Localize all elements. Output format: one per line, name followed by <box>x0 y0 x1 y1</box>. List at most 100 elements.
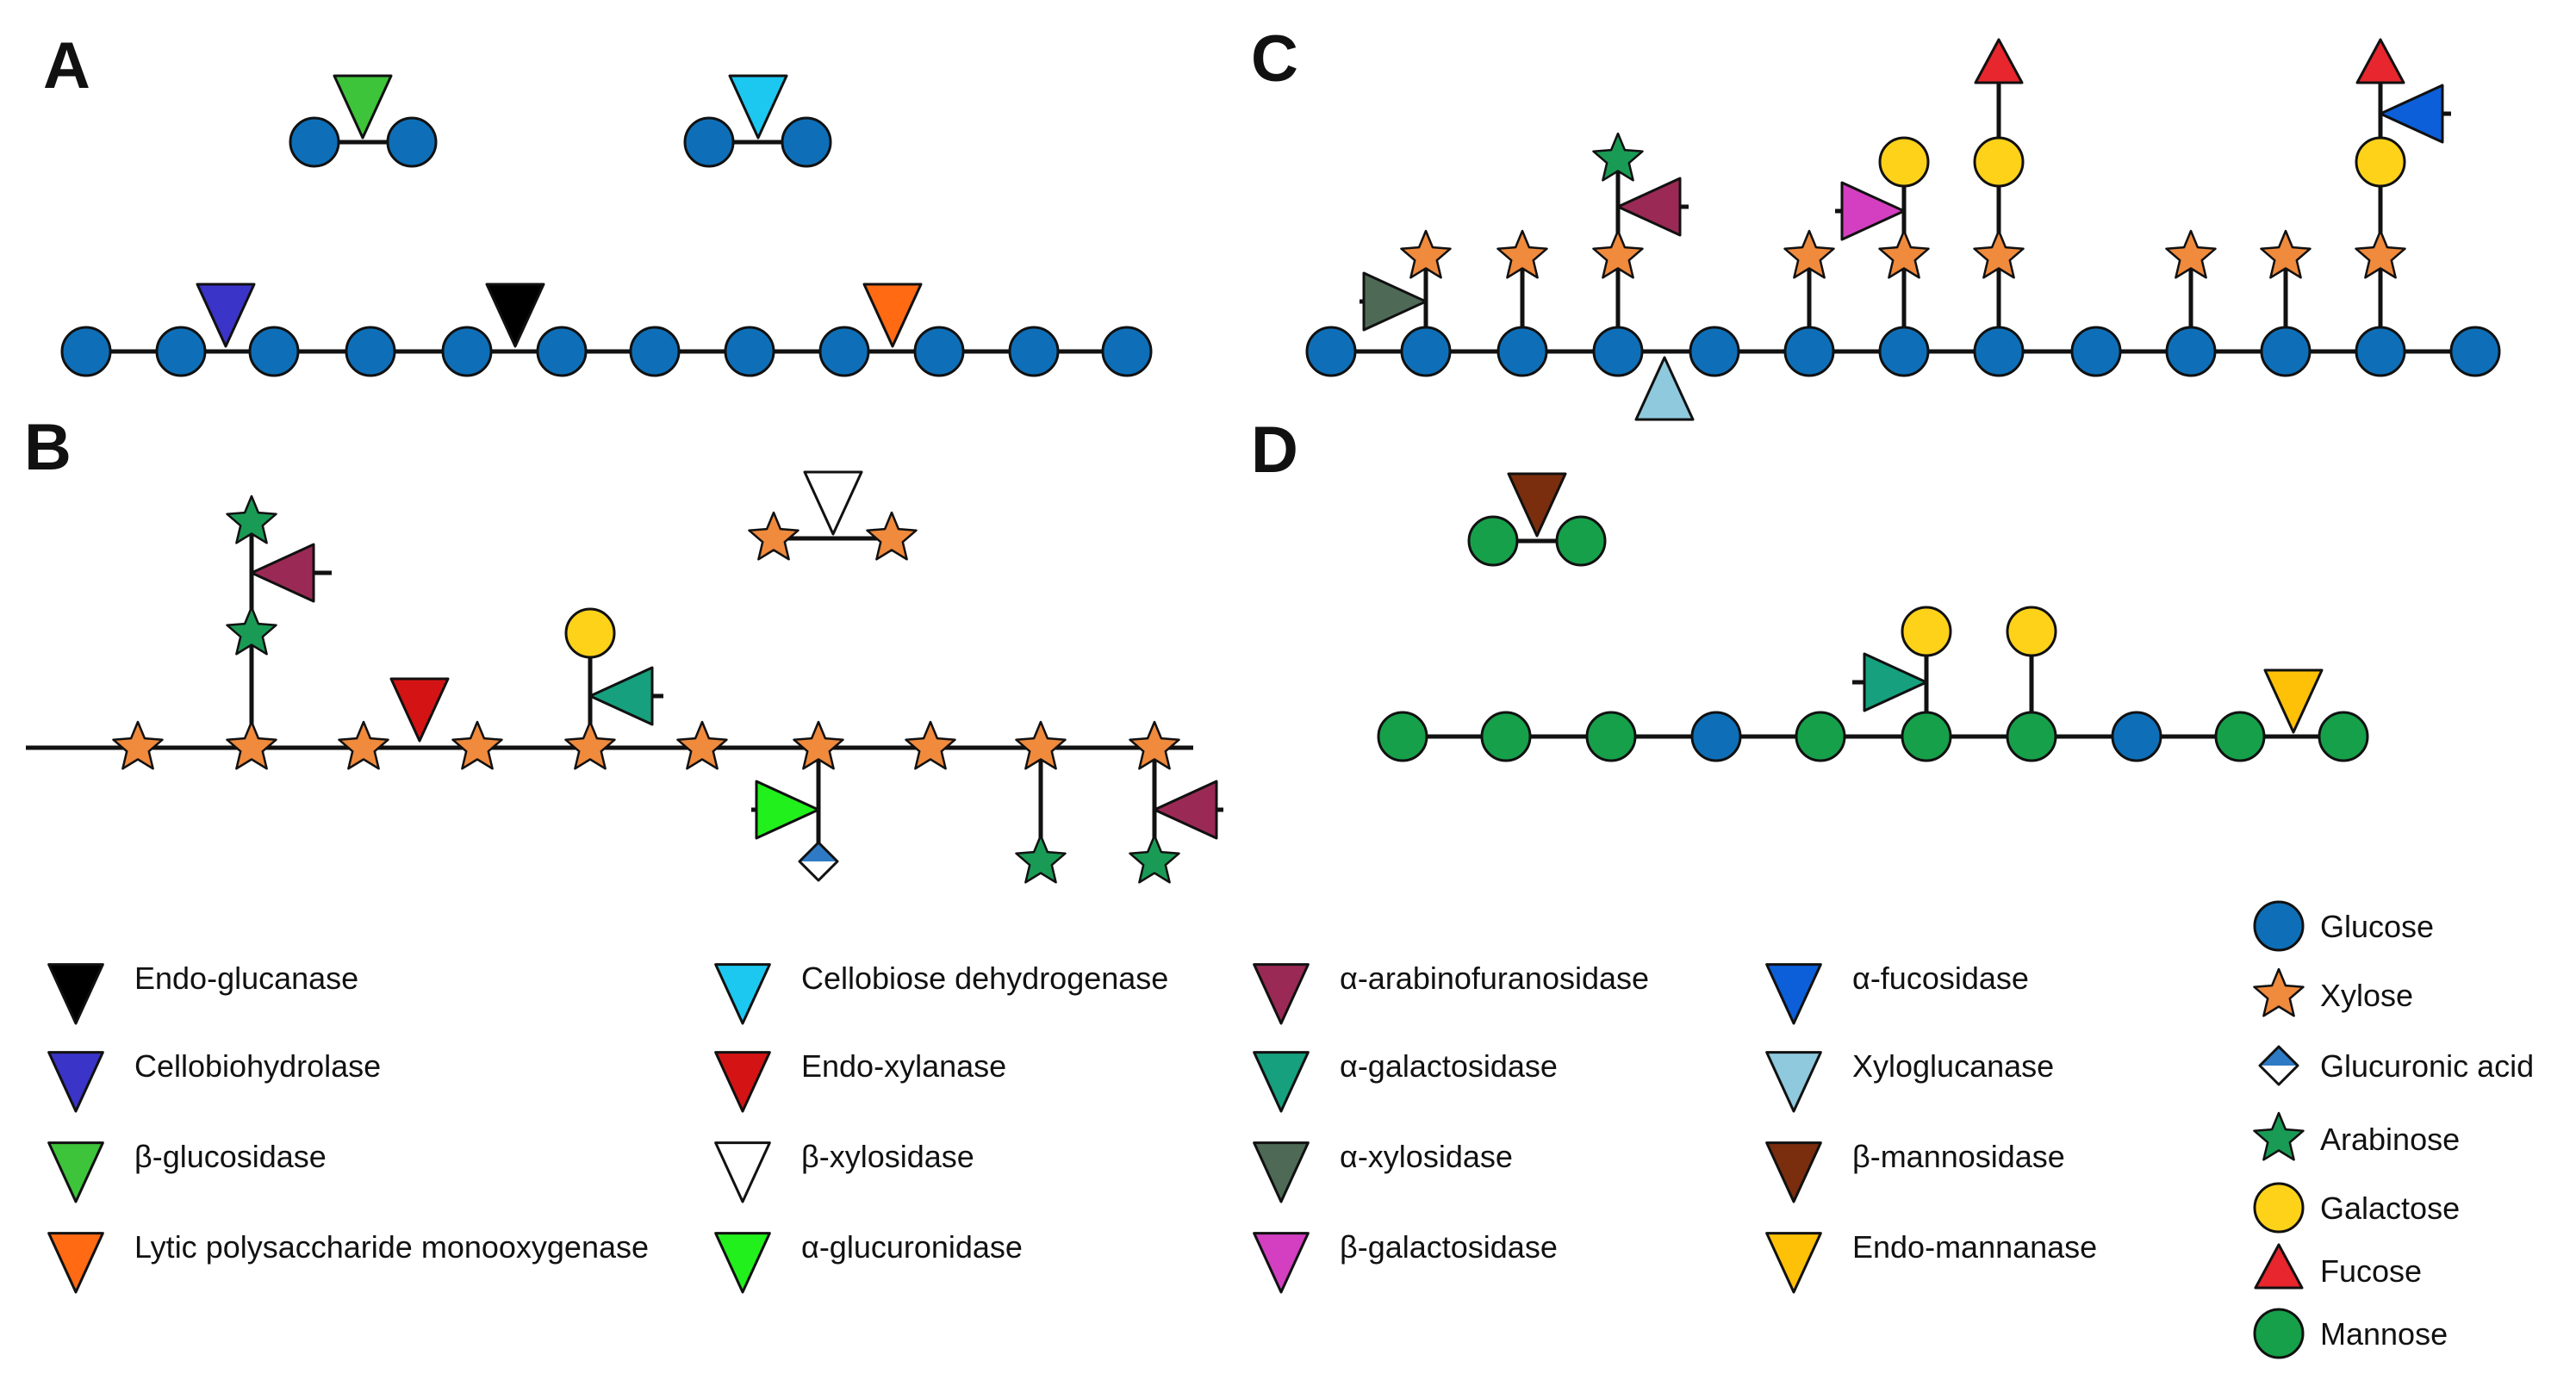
xylose-symbol <box>748 511 800 561</box>
glucose-symbol <box>441 326 493 377</box>
xylose-symbol <box>1129 720 1180 770</box>
xylose-symbol <box>1783 229 1835 279</box>
glucose-symbol <box>248 326 300 377</box>
alpha-xylosidase-icon <box>1362 271 1428 332</box>
legend-label-endo-glucanase: Endo-glucanase <box>134 960 358 996</box>
legend-label-beta-xylosidase: β-xylosidase <box>801 1139 974 1174</box>
xylose-symbol <box>564 720 616 770</box>
beta-galactosidase-icon <box>1253 1232 1310 1294</box>
mannose-symbol <box>2006 711 2057 762</box>
panel-label-b: B <box>24 411 72 484</box>
glucose-symbol <box>60 326 112 377</box>
endo-mannanase-icon <box>1765 1232 1822 1294</box>
alpha-arabinofuranosidase-icon <box>1253 963 1310 1025</box>
galactose-symbol <box>2006 606 2057 657</box>
lpmo-icon <box>47 1232 104 1294</box>
fucose-symbol <box>1974 38 2024 84</box>
xylose-symbol <box>451 720 503 770</box>
xylose-symbol <box>1973 229 2025 279</box>
xylose-symbol <box>2165 229 2217 279</box>
legend-label-endo-mannanase: Endo-mannanase <box>1852 1229 2097 1265</box>
alpha-glucuronidase-icon <box>755 780 820 840</box>
glucose-symbol <box>1690 711 1742 762</box>
fucose-symbol <box>2355 38 2405 84</box>
mannose-symbol <box>1585 711 1637 762</box>
glucose-symbol <box>2355 326 2406 377</box>
fucose-symbol <box>2254 1243 2304 1290</box>
legend-label-xyloglucanase: Xyloglucanase <box>1852 1048 2054 1084</box>
galactose-symbol <box>2355 136 2406 188</box>
xylose-symbol <box>1496 229 1548 279</box>
xylose-symbol <box>793 720 844 770</box>
legend-label-glucose: Glucose <box>2320 909 2434 944</box>
cellobiose-dehydrogenase-icon <box>714 963 771 1025</box>
glucose-symbol <box>724 326 775 377</box>
legend-label-arabinose: Arabinose <box>2320 1122 2460 1157</box>
legend-label-lpmo: Lytic polysaccharide monooxygenase <box>134 1229 649 1265</box>
xylose-symbol <box>2260 229 2312 279</box>
legend-label-alpha-xylosidase: α-xylosidase <box>1340 1139 1513 1174</box>
panel-label-c: C <box>1251 22 1298 96</box>
xylose-symbol <box>905 720 956 770</box>
endo-glucanase-icon <box>485 283 545 348</box>
xylose-symbol <box>1878 229 1930 279</box>
galactose-symbol <box>564 607 616 659</box>
arabinose-symbol <box>1592 132 1644 182</box>
xylose-symbol <box>1400 229 1452 279</box>
legend-label-alpha-arabinofuranosidase: α-arabinofuranosidase <box>1340 960 1649 996</box>
alpha-arabinofuranosidase-icon <box>250 543 315 603</box>
glucose-symbol <box>345 326 396 377</box>
beta-mannosidase-icon <box>1765 1141 1822 1203</box>
glucose-symbol <box>2449 326 2501 377</box>
legend-label-xylose: Xylose <box>2320 978 2413 1013</box>
glucose-symbol <box>1496 326 1548 377</box>
glucose-symbol <box>1592 326 1644 377</box>
legend-label-mannose: Mannose <box>2320 1316 2448 1352</box>
legend-label-galactose: Galactose <box>2320 1190 2460 1226</box>
mannose-symbol <box>1480 711 1532 762</box>
glucose-legend-icon <box>2253 900 2305 952</box>
panel-label-d: D <box>1251 413 1298 487</box>
endo-glucanase-icon <box>47 963 104 1025</box>
glucose-symbol <box>629 326 681 377</box>
xylose-symbol <box>2355 229 2406 279</box>
glucose-symbol <box>1689 326 1740 377</box>
mannose-symbol <box>1467 515 1519 567</box>
glucose-symbol <box>1305 326 1357 377</box>
xylose-symbol <box>1015 720 1067 770</box>
legend-label-endo-xylanase: Endo-xylanase <box>801 1048 1006 1084</box>
xylose-legend-icon <box>2253 967 2305 1017</box>
alpha-arabinofuranosidase-icon <box>1616 177 1682 237</box>
glucuronic-acid-symbol <box>2258 1045 2299 1086</box>
alpha-arabinofuranosidase-icon <box>1153 780 1218 840</box>
xyloglucanase-icon <box>1765 1051 1822 1113</box>
xylose-symbol <box>112 720 164 770</box>
glucose-symbol <box>2165 326 2217 377</box>
cellobiohydrolase-icon <box>47 1051 104 1113</box>
endo-xylanase-icon <box>389 677 450 743</box>
glucose-symbol <box>1973 326 2025 377</box>
beta-glucosidase-icon <box>47 1141 104 1203</box>
beta-mannosidase-icon <box>1507 472 1567 538</box>
galactose-legend-icon <box>2253 1182 2305 1234</box>
glucose-symbol <box>1400 326 1452 377</box>
endo-xylanase-icon <box>714 1051 771 1113</box>
glucose-symbol <box>683 116 735 168</box>
glucose-symbol <box>2111 711 2162 762</box>
xylose-symbol <box>226 720 277 770</box>
xyloglucanase-icon <box>1634 356 1695 421</box>
cellobiohydrolase-icon <box>196 283 256 348</box>
beta-glucosidase-icon <box>333 74 393 140</box>
glucose-symbol <box>155 326 207 377</box>
glucose-symbol <box>289 116 340 168</box>
alpha-glucuronidase-icon <box>714 1232 771 1294</box>
legend-label-alpha-fucosidase: α-fucosidase <box>1852 960 2029 996</box>
beta-xylosidase-icon <box>714 1141 771 1203</box>
arabinose-symbol <box>1129 834 1180 884</box>
legend-label-beta-mannosidase: β-mannosidase <box>1852 1139 2065 1174</box>
lpmo-icon <box>862 283 923 348</box>
galactose-symbol <box>1973 136 2025 188</box>
glucose-symbol <box>386 116 438 168</box>
